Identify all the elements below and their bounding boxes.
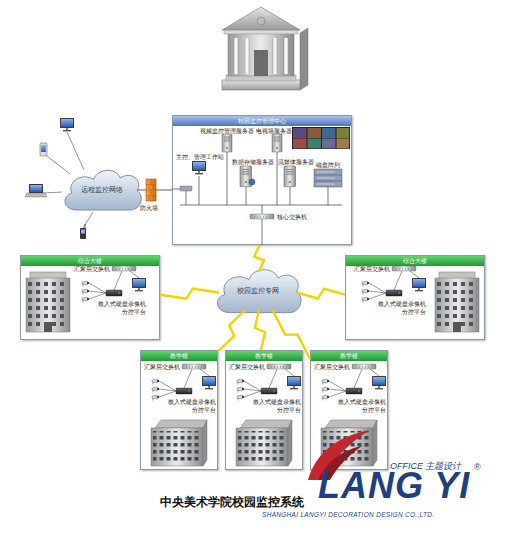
logo-swoosh — [308, 430, 370, 480]
network-cloud: 远程监控网络 — [60, 166, 144, 214]
header-band: 教学楼 — [141, 351, 217, 361]
diagram-caption: 中央美术学院校园监控系统 — [160, 495, 304, 509]
wireless-link — [160, 289, 219, 299]
remote-devices — [25, 118, 93, 239]
header-band: 教学楼 — [311, 351, 387, 361]
cloud-text-holder: 远程监控网络 — [60, 166, 144, 214]
video-wall — [292, 127, 350, 149]
logo-text: OFFICE 主题设计 — [390, 461, 462, 471]
building-box: 综合大楼 — [345, 255, 485, 340]
wireless-link — [254, 245, 264, 272]
logo-text: LANG YI — [318, 468, 470, 504]
disk-array-icon — [314, 169, 342, 187]
building-box: 综合大楼 — [20, 255, 160, 340]
building-box: 教学楼 — [310, 350, 388, 470]
cloud-outline — [217, 270, 301, 313]
logo-text: ® — [474, 462, 481, 472]
wireless-link — [297, 289, 345, 299]
logo-text: SHANGHAI LANGYI DECORATION DESIGN CO.,LT… — [262, 511, 434, 519]
building-box: 教学楼 — [225, 350, 303, 470]
center-equipment — [172, 127, 350, 245]
box-title: 校园监控管理中心 — [173, 116, 351, 126]
box-title: 教学楼 — [226, 351, 302, 361]
wireless-link — [273, 310, 310, 359]
wireless-link — [218, 310, 245, 351]
headquarters-building — [222, 7, 308, 90]
network-link — [137, 190, 172, 191]
header-band: 综合大楼 — [346, 256, 484, 266]
wireless-link — [255, 310, 265, 350]
cloud-outline — [65, 170, 141, 210]
header-band: 综合大楼 — [21, 256, 159, 266]
header-band: 校园监控管理中心 — [173, 116, 351, 126]
network-cloud: 校园监控专网 — [212, 265, 304, 317]
cloud-text-holder: 校园监控专网 — [212, 265, 304, 317]
device-label: 防火墙 — [140, 204, 158, 211]
network-name: 校园监控专网 — [237, 287, 279, 296]
firewall-icon — [146, 179, 156, 201]
building-box: 教学楼 — [140, 350, 218, 470]
box-title: 综合大楼 — [21, 256, 159, 266]
header-band: 教学楼 — [226, 351, 302, 361]
box-title: 综合大楼 — [346, 256, 484, 266]
box-title: 教学楼 — [311, 351, 387, 361]
box-title: 教学楼 — [141, 351, 217, 361]
management-center-box: 校园监控管理中心 — [172, 115, 352, 245]
network-name: 远程监控网络 — [81, 186, 123, 195]
